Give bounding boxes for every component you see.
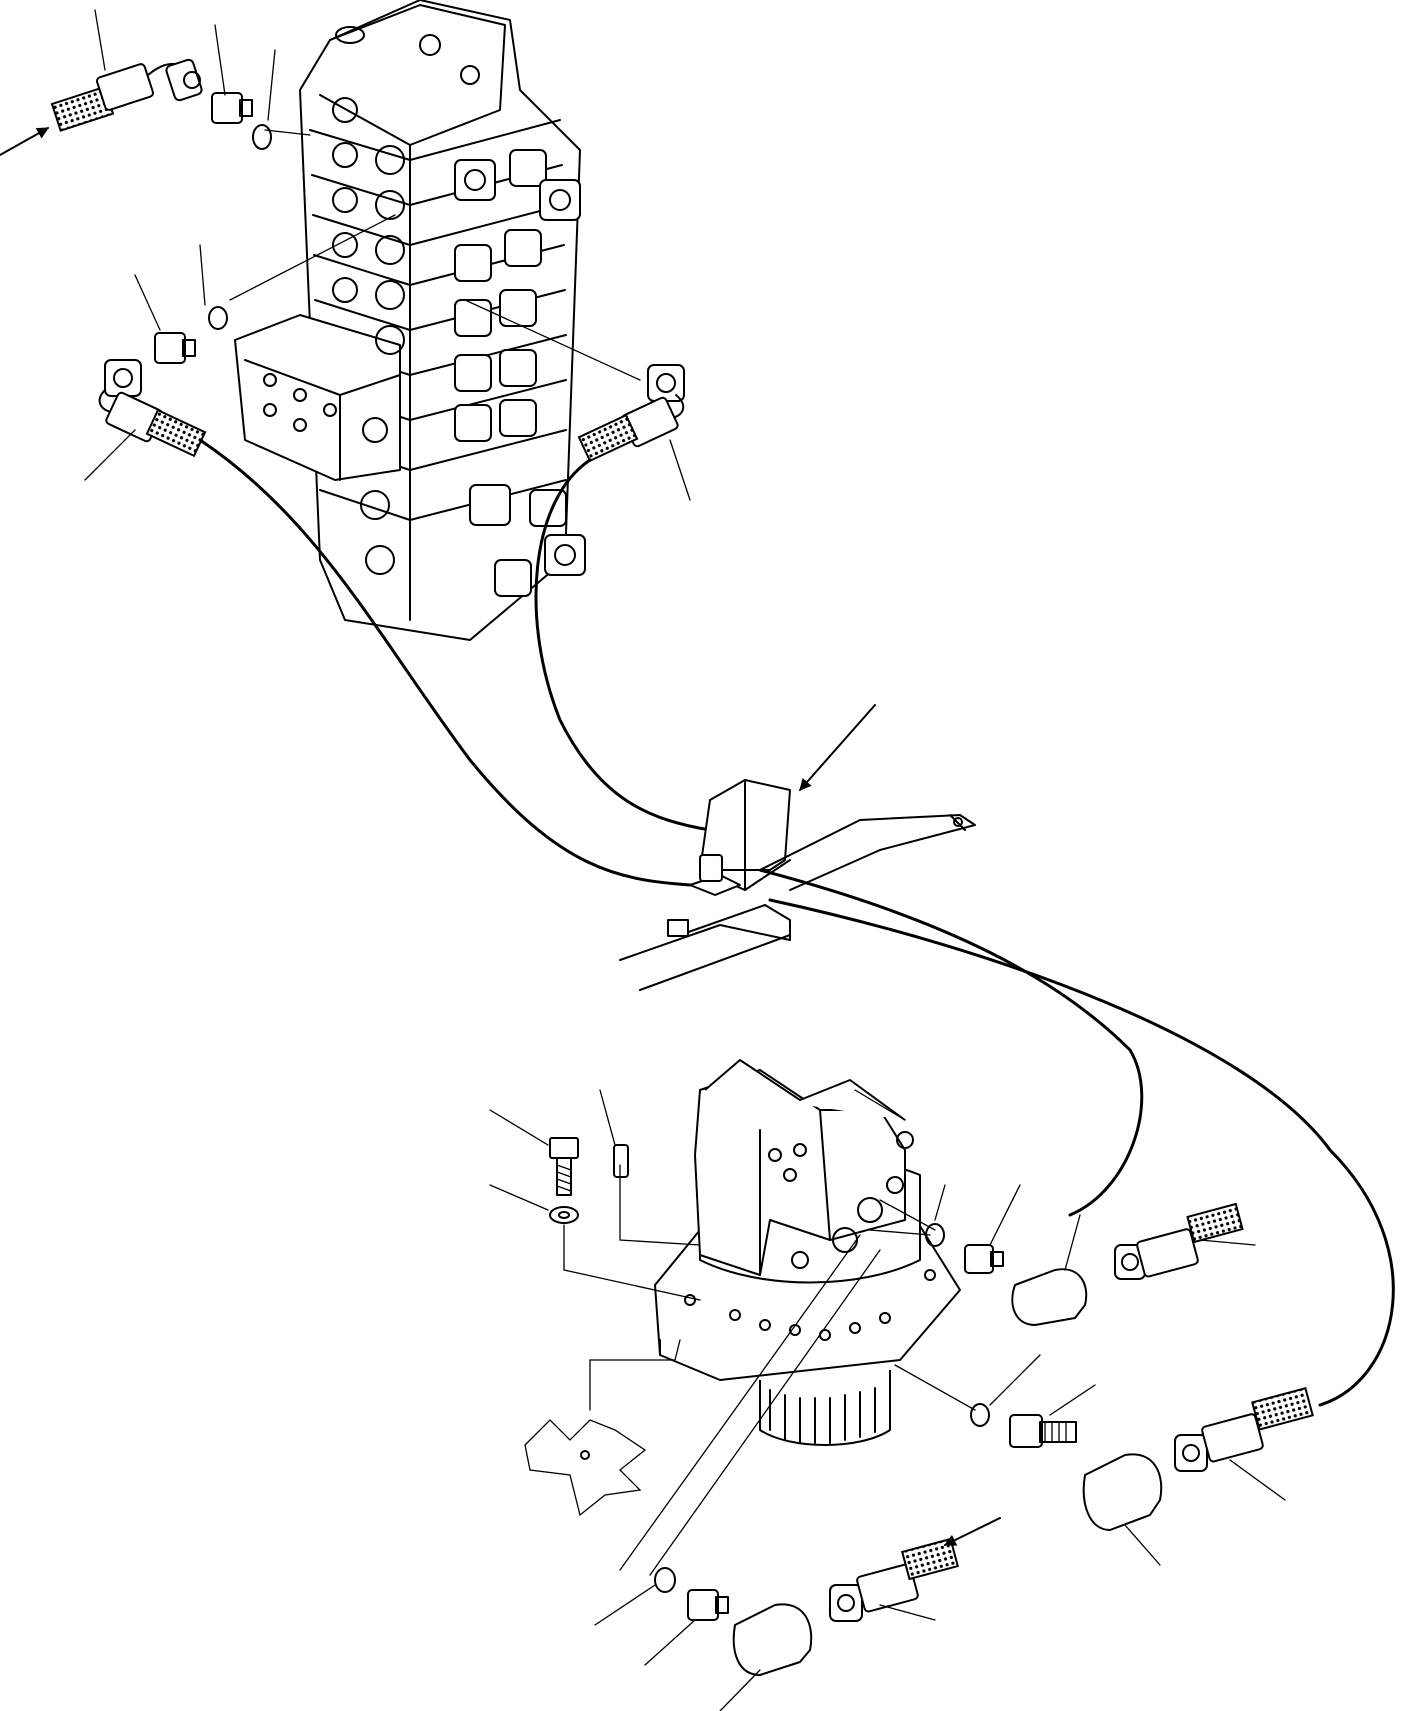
adapter-motor-upper <box>964 1244 1004 1274</box>
valve-spool-caps <box>454 149 586 597</box>
swing-motor <box>654 1059 961 1446</box>
washer <box>549 1206 579 1224</box>
o-ring-bottom <box>654 1567 676 1593</box>
hose-lines <box>198 438 1395 1407</box>
elbow-motor-lower <box>1082 1453 1163 1531</box>
hose-clamp-bracket <box>619 779 976 991</box>
control-valve <box>234 0 586 641</box>
o-ring-motor-lower <box>970 1403 990 1427</box>
valve-ports-left <box>263 26 480 575</box>
flow-arrow-lower <box>943 1517 1001 1546</box>
elbow-motor-upper <box>1011 1268 1088 1326</box>
leader-lines <box>84 9 1286 1711</box>
hose-end-motor-upper <box>1114 1202 1244 1280</box>
mounting-reference-symbol <box>524 1419 647 1517</box>
adapter-mid-left <box>154 332 196 364</box>
elbow-bottom <box>732 1603 813 1676</box>
adapter-motor-lower <box>1009 1414 1077 1448</box>
adapter-bottom <box>687 1589 729 1621</box>
hose-end-bottom <box>829 1537 959 1622</box>
o-ring-upper-left <box>252 124 272 150</box>
hose-assembly-mid-right <box>577 364 685 463</box>
flow-arrow-upper-left <box>0 127 50 156</box>
flow-arrow-bracket <box>799 704 876 791</box>
pin <box>613 1144 629 1178</box>
hose-assembly-upper-left <box>50 58 203 132</box>
o-ring-mid-left <box>208 306 228 330</box>
hose-end-motor-lower <box>1174 1387 1314 1472</box>
hose-assembly-mid-left <box>98 359 207 458</box>
adapter-upper-left <box>211 92 253 124</box>
bolt <box>549 1137 579 1196</box>
